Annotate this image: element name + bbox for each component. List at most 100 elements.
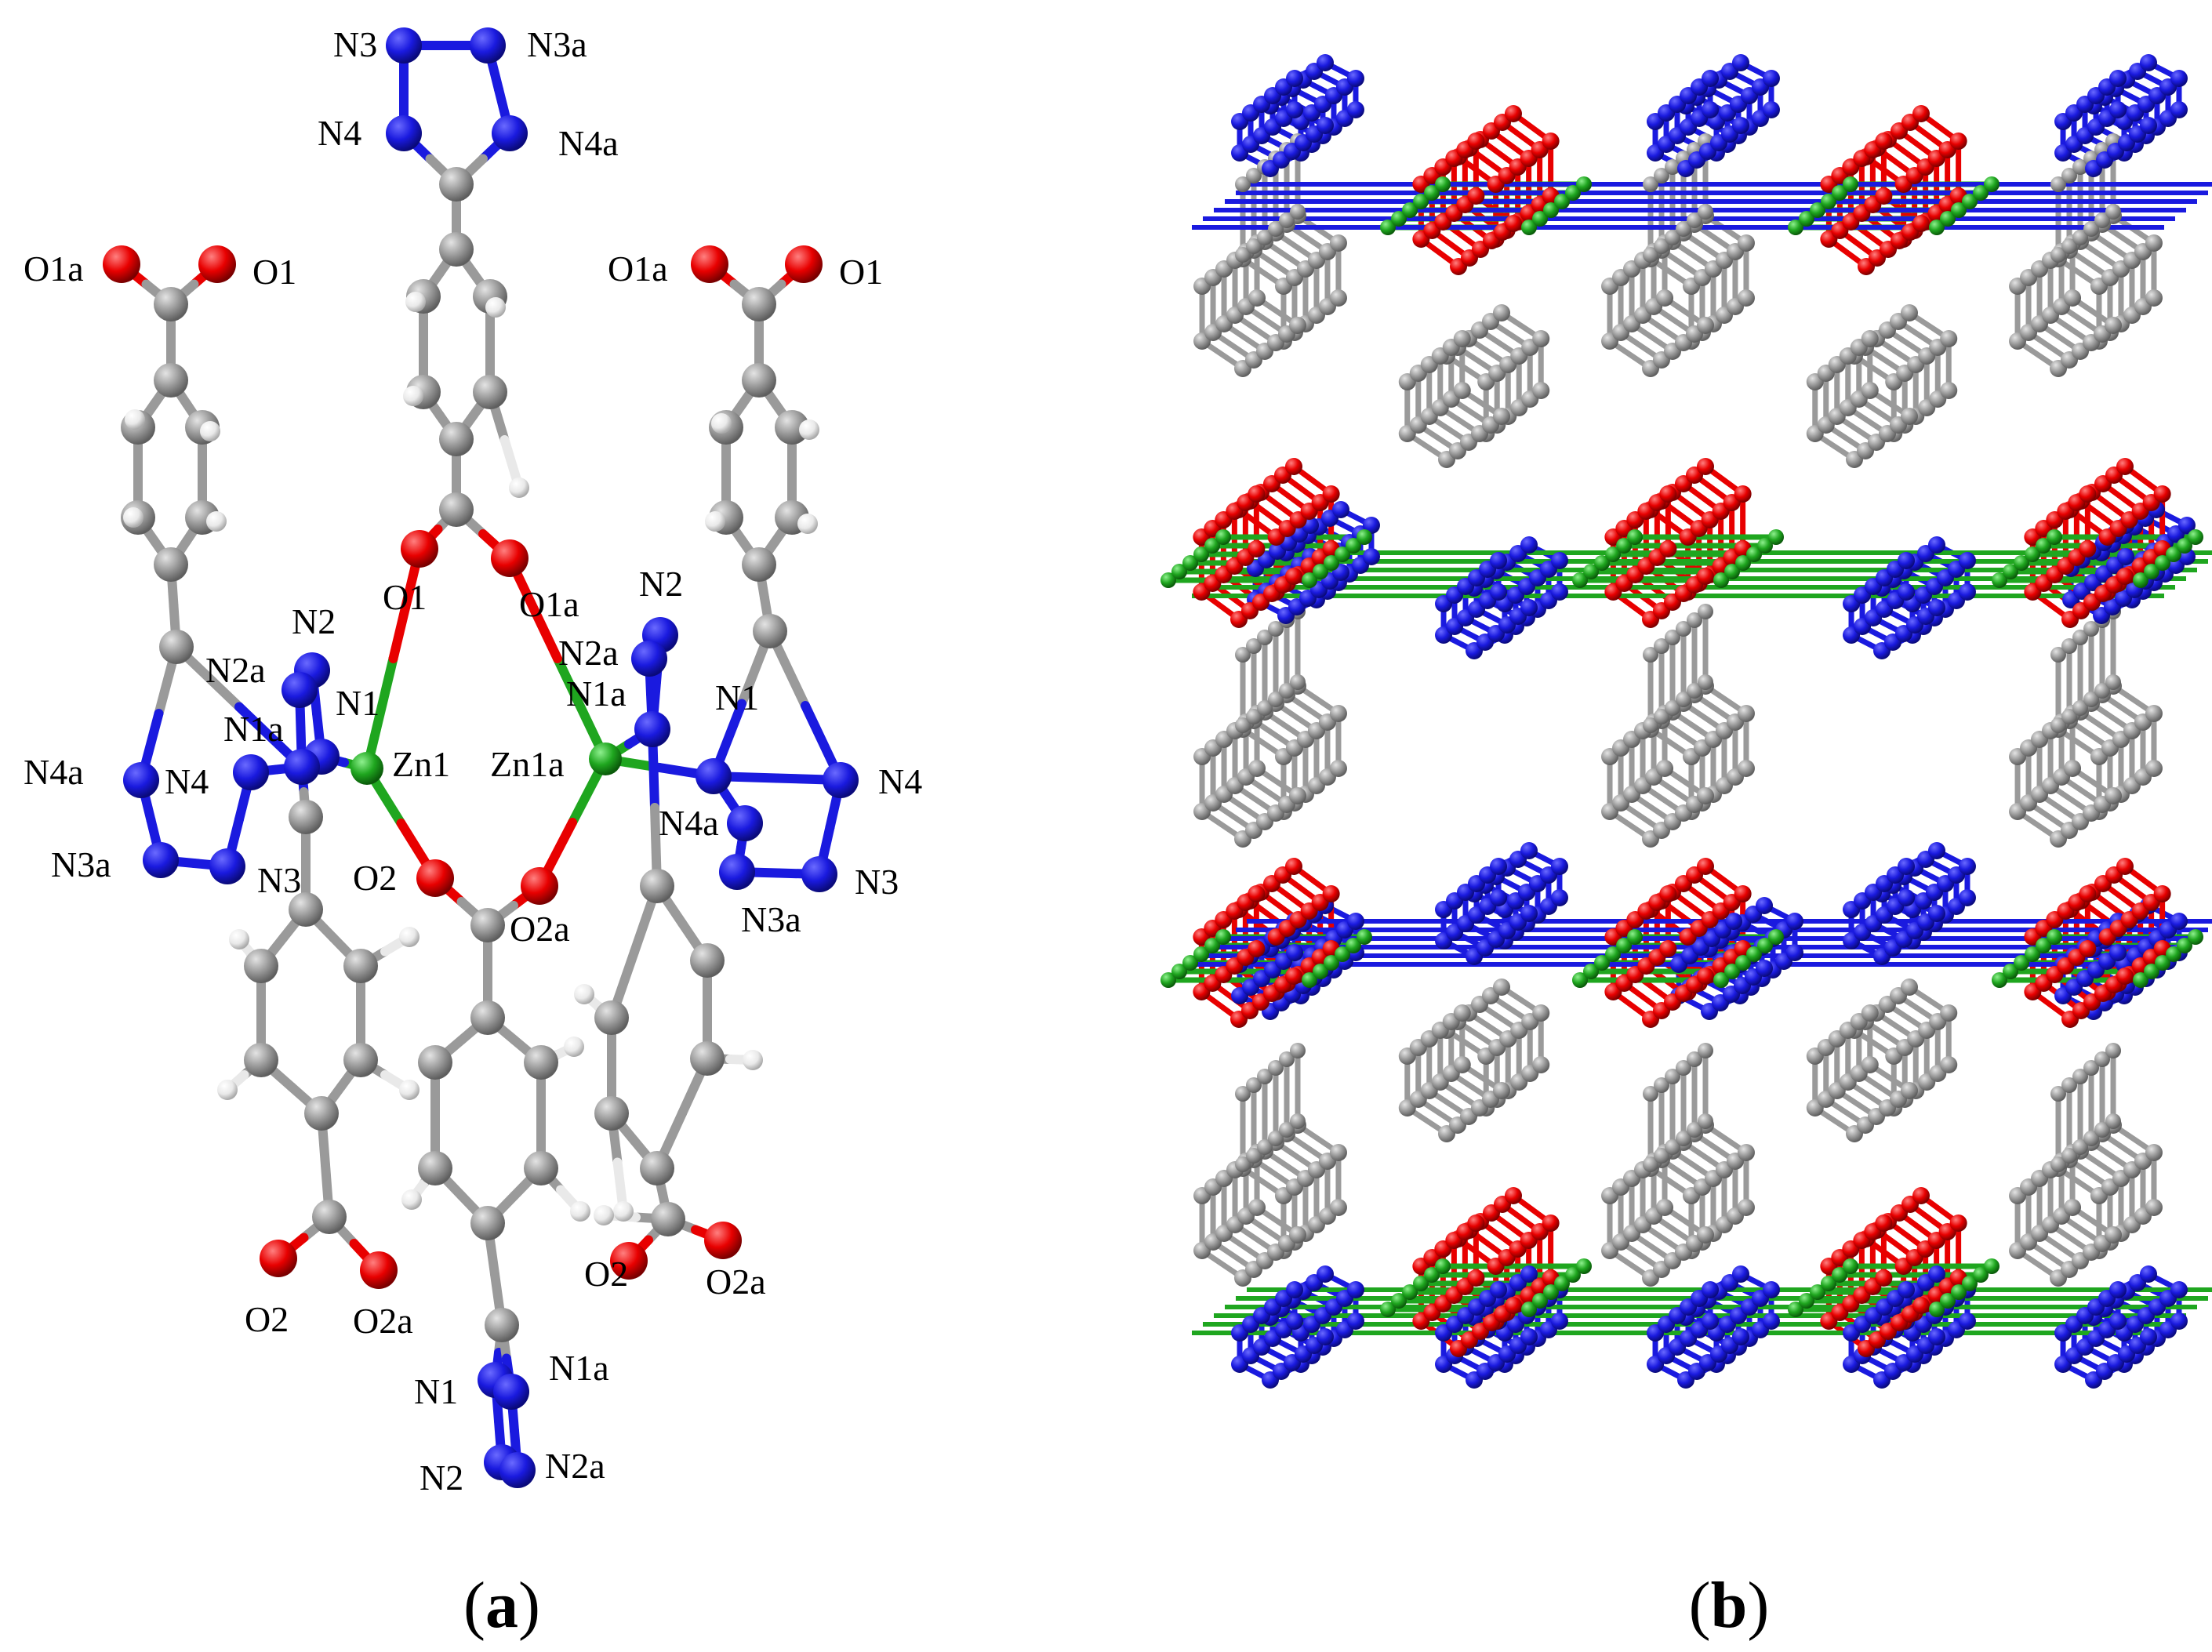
red-carboxylate-node-8-atom-4283 [1542, 1214, 1560, 1232]
atom-label-top-n3: N3 [333, 24, 377, 64]
grey-linker-c1r1-link-atom-590 [1654, 638, 1669, 654]
grey-linker-c0r2-link-atom-349 [1235, 1156, 1251, 1172]
grey-linker-c0r0-link-atom-109 [1235, 247, 1251, 263]
nitrogen-atom-rN4a [727, 805, 763, 841]
atom-label-center-o2: O2 [353, 858, 397, 898]
grey-phenyl-c2r2-atom-1061 [2145, 1144, 2163, 1161]
carbon-atom-dlE [244, 1043, 278, 1077]
grey-linker-c2r0-link-atom-828 [2050, 176, 2066, 192]
grey-phenyl-offset-c1r0-atom-1381 [1901, 408, 1918, 425]
grey-linker-c2r0-link-atom-833 [2072, 230, 2088, 245]
carbon-atom-mF [470, 1206, 505, 1240]
atom-label-right-n1a: N1a [566, 674, 627, 713]
hydrogen-atom-lH4 [206, 511, 227, 532]
green-zinc-link-1-link-atom-3456 [1821, 194, 1836, 209]
green-zinc-link-7-link-atom-4181 [2188, 929, 2203, 945]
green-zinc-link-8-link-atom-4295 [1543, 1284, 1559, 1300]
nitrogen-atom-tN3a [470, 27, 506, 64]
panel-a-caption: (a) [463, 1569, 540, 1642]
blue-tetrazole-10-atom-2605 [1756, 960, 1773, 977]
atom-label-right-n2: N2 [639, 564, 683, 604]
green-zinc-link-3-link-atom-3691 [1713, 572, 1729, 588]
grey-phenyl-c1r2-atom-701 [1737, 1144, 1755, 1161]
blue-tetrazole-13-atom-2910 [1762, 1313, 1780, 1330]
carbon-atom-mC [524, 1045, 558, 1080]
red-carboxylate-node-4-atom-3800 [2079, 540, 2097, 557]
oxygen-atom-drO2a [704, 1222, 742, 1259]
green-zinc-link-2-link-atom-3578 [1204, 538, 1220, 554]
green-zinc-link-2-link-atom-3574 [1182, 555, 1198, 571]
green-zinc-link-4-link-atom-3810 [1992, 572, 2007, 588]
grey-linker-c0r1-link-atom-232 [1257, 630, 1273, 645]
blue-tetrazole-7-atom-2299 [1520, 905, 1538, 922]
nitrogen-atom-rN4 [823, 762, 859, 798]
blue-tetrazole-13-atom-2914 [1732, 1265, 1749, 1283]
nitrogen-atom-bN1a [493, 1374, 529, 1410]
grey-phenyl-c0r2-atom-337 [1289, 1226, 1306, 1244]
carbon-atom-mB [418, 1045, 452, 1080]
green-zinc-link-8-link-atom-4296 [1413, 1276, 1429, 1291]
green-zinc-link-4-link-atom-3821 [2188, 529, 2203, 545]
green-zinc-link-5-link-atom-3935 [1324, 955, 1339, 971]
blue-tetrazole-5-atom-2094 [1362, 548, 1380, 565]
blue-tetrazole-5-atom-2099 [1362, 517, 1380, 534]
atom-label-right-n2a: N2a [558, 633, 619, 673]
carbon-atom-dlC [244, 949, 278, 983]
atom-label-left-n1a: N1a [223, 709, 284, 749]
green-zinc-link-1-link-atom-3459 [1973, 185, 1989, 201]
nitrogen-atom-rN2a [631, 641, 667, 677]
blue-tetrazole-13-atom-2911 [1732, 1328, 1749, 1345]
oxygen-atom-dlO2a [360, 1251, 398, 1289]
grey-linker-c2r1-link-atom-950 [2061, 638, 2077, 654]
green-zinc-link-5-link-atom-3932 [1171, 964, 1187, 979]
hydrogen-atom-rH1 [711, 413, 732, 434]
blue-tetrazole-0-atom-1588 [1317, 54, 1334, 71]
green-zinc-link-8-link-atom-4291 [1521, 1302, 1537, 1317]
red-carboxylate-node-2-atom-3561 [1248, 485, 1266, 503]
red-carboxylate-node-8-atom-4282 [1505, 1187, 1522, 1204]
grey-linker-c1r2-link-atom-719 [1698, 1113, 1713, 1129]
grey-phenyl-offset-c1r1-atom-1483 [1901, 1082, 1918, 1099]
grey-linker-c0r0-link-atom-115 [1268, 221, 1284, 237]
blue-tetrazole-16-atom-3216 [1958, 1313, 1976, 1330]
atom-label-left-n2: N2 [292, 601, 336, 641]
grey-linker-c2r1-link-atom-951 [2061, 709, 2077, 724]
blue-tetrazole-10-atom-2609 [1785, 913, 1803, 930]
nitrogen-atom-tN3 [386, 27, 422, 64]
green-zinc-link-5-link-atom-3936 [1193, 946, 1209, 962]
red-carboxylate-node-2-atom-3560 [1248, 540, 1266, 557]
red-carboxylate-node-5-atom-3921 [1248, 885, 1266, 902]
green-zinc-link-0-link-atom-3332 [1391, 211, 1407, 227]
grey-phenyl-c2r1-atom-936 [2145, 760, 2163, 777]
grey-linker-c0r2-link-atom-353 [1257, 1139, 1273, 1155]
green-zinc-link-2-link-atom-3572 [1171, 564, 1187, 579]
grey-linker-c0r2-link-atom-357 [1279, 1122, 1295, 1138]
blue-tetrazole-16-atom-3217 [1928, 1328, 1945, 1345]
blue-tetrazole-3-atom-1891 [1520, 599, 1538, 616]
blue-tetrazole-9-atom-2507 [1346, 913, 1364, 930]
grey-phenyl-c2r2-atom-1058 [2064, 1199, 2082, 1216]
carbon-atom-rCc [742, 287, 776, 321]
green-zinc-link-8-link-atom-4297 [1554, 1276, 1570, 1291]
grey-phenyl-offset-c1r0-atom-1382 [1861, 382, 1879, 399]
green-zinc-link-0-link-atom-3338 [1424, 185, 1440, 201]
grey-linker-c0r2-link-atom-350 [1246, 1077, 1262, 1093]
carbon-atom-dlG [304, 1096, 339, 1131]
grey-linker-c2r1-link-atom-952 [2072, 630, 2088, 645]
carbon-atom-dlA [289, 800, 323, 834]
blue-tetrazole-8-atom-2405 [1958, 858, 1976, 875]
zinc-atom-Zn1a [589, 742, 622, 775]
grey-linker-c1r0-link-atom-471 [1654, 238, 1669, 254]
carbon-atom-mD [418, 1151, 452, 1185]
grey-phenyl-offset-c0r1-atom-1281 [1453, 1004, 1471, 1022]
grey-linker-c1r1-link-atom-592 [1665, 630, 1680, 645]
green-zinc-link-8-link-atom-4290 [1380, 1302, 1396, 1317]
green-zinc-link-8-link-atom-4301 [1576, 1258, 1592, 1274]
nitrogen-atom-lN4 [233, 754, 269, 790]
hydrogen-atom-rH3 [705, 511, 725, 532]
green-zinc-link-3-link-atom-3695 [1735, 555, 1751, 571]
grey-linker-c1r1-link-atom-597 [1687, 683, 1702, 699]
atom-label-right-o1a: O1a [608, 249, 668, 289]
grey-linker-c1r1-link-atom-593 [1665, 700, 1680, 716]
atom-label-bottom-left-o2: O2 [245, 1299, 289, 1339]
